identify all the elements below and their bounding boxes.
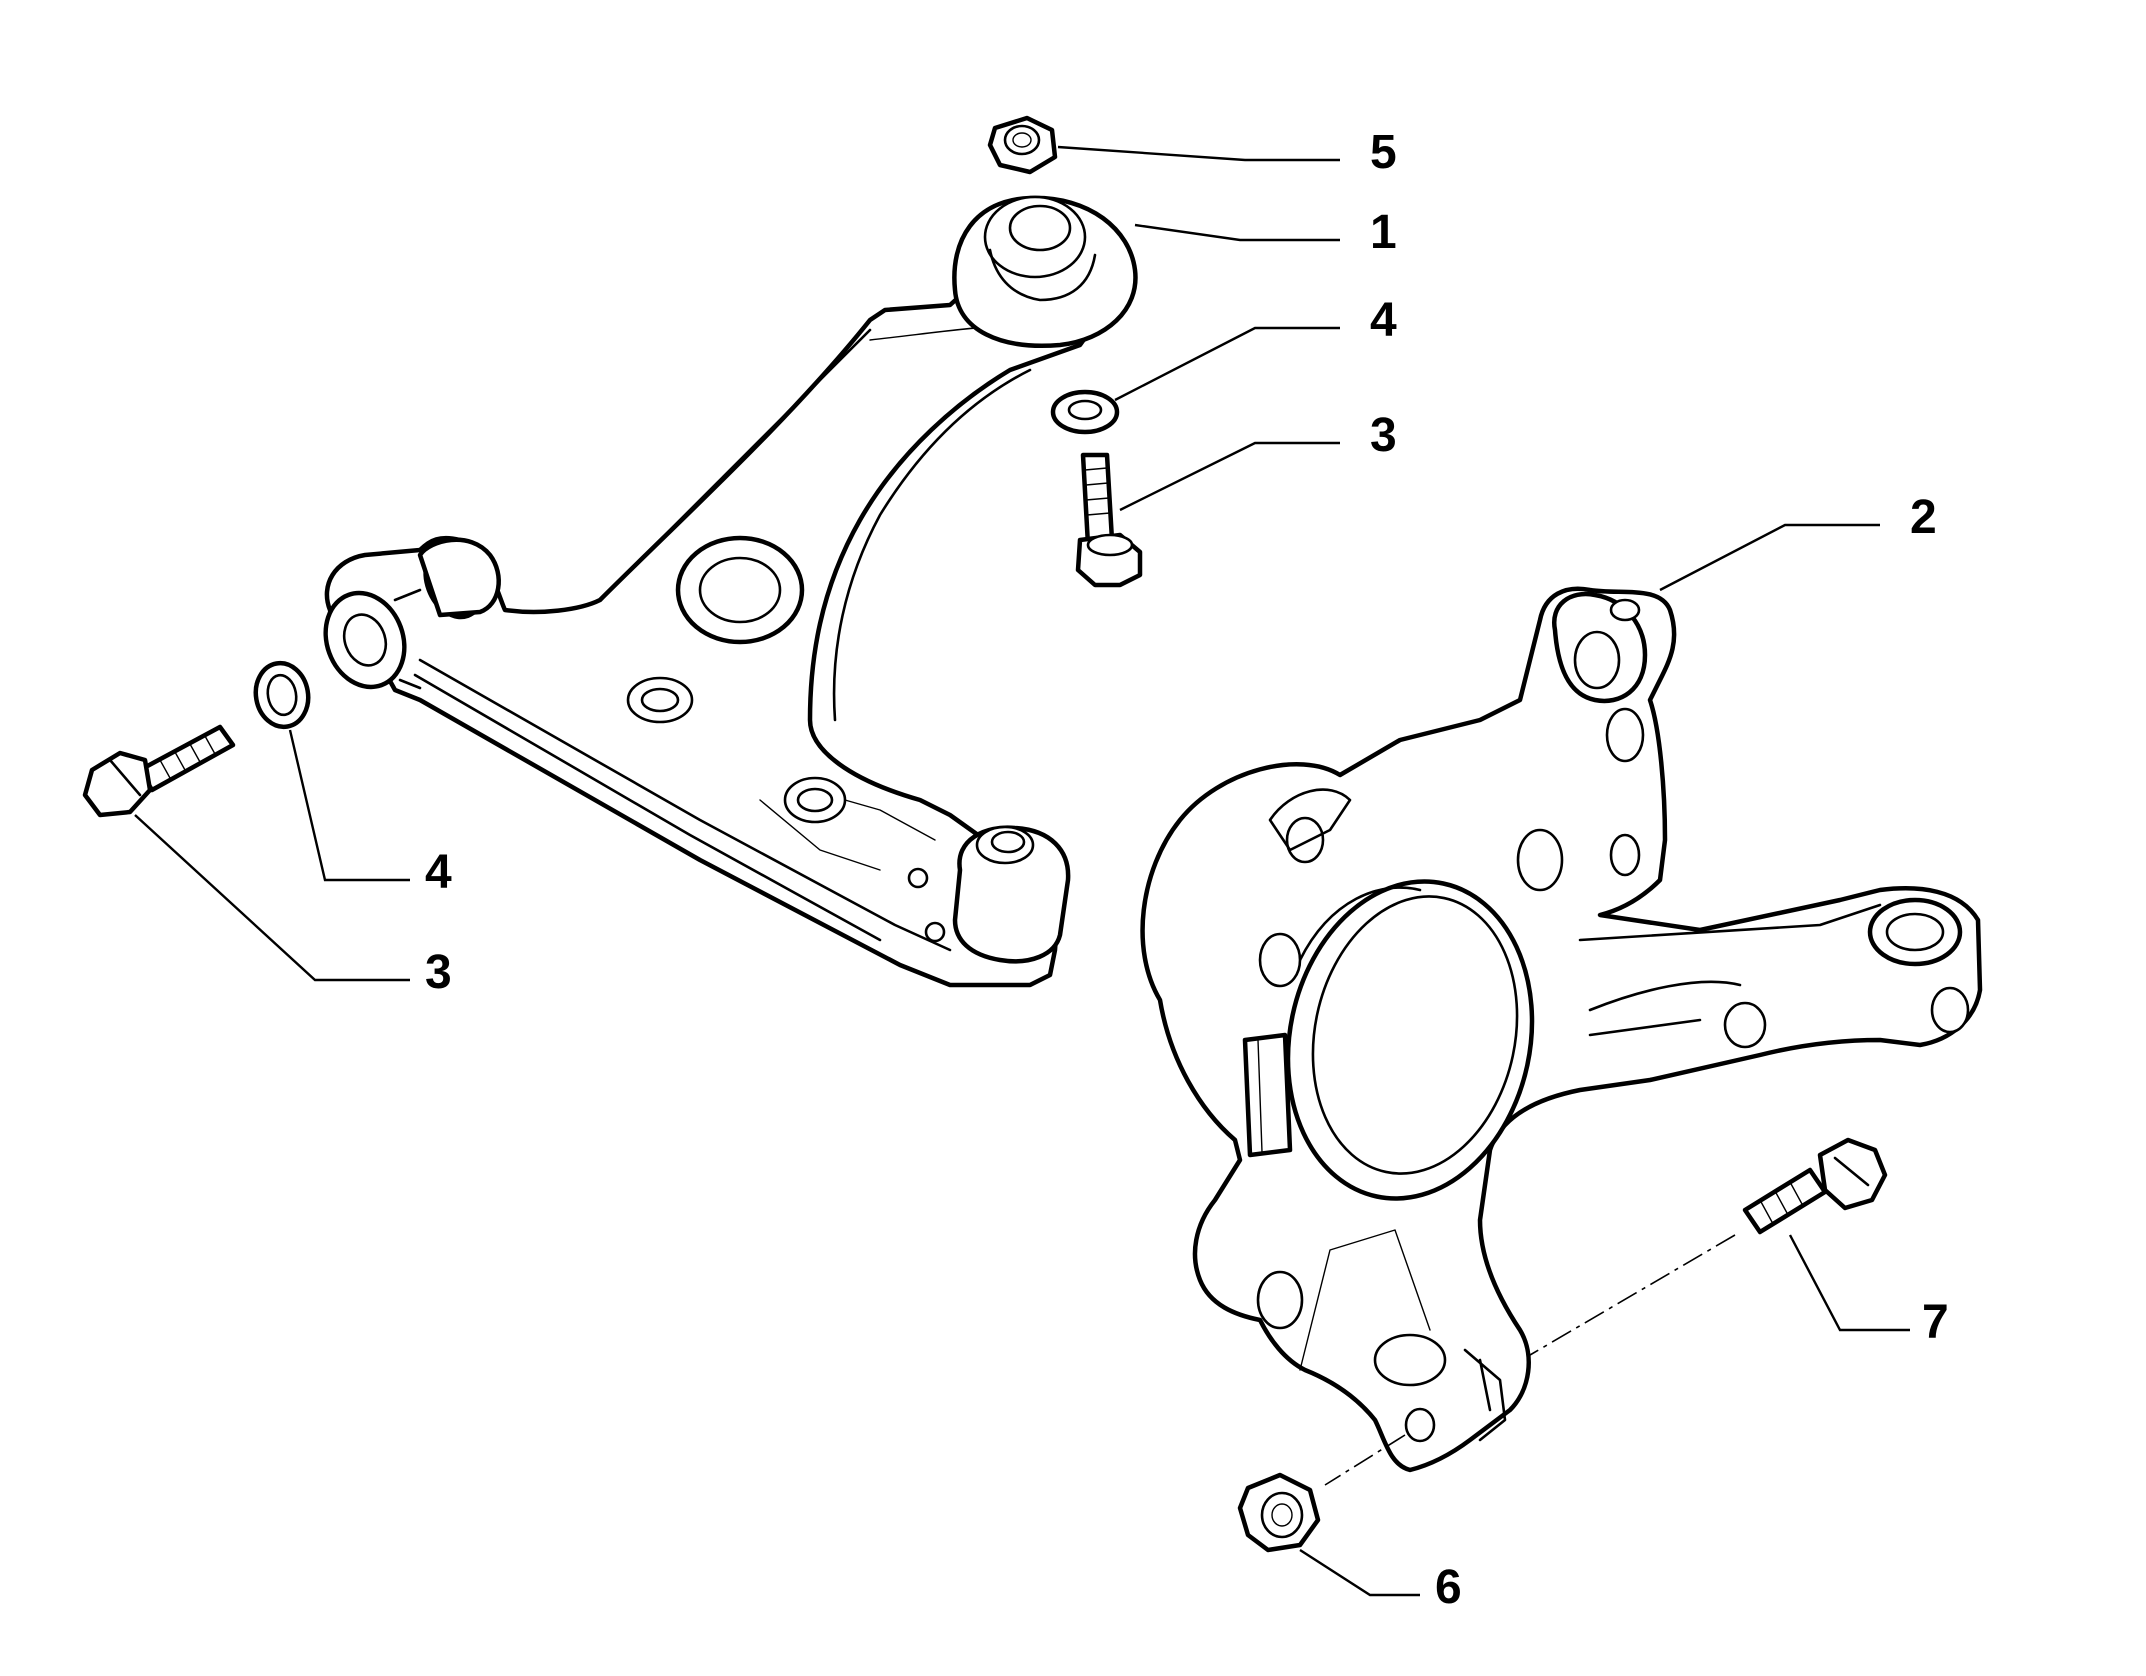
washer-front — [1050, 389, 1120, 435]
leader-6 — [1299, 1548, 1420, 1597]
callout-4-front: 4 — [1370, 294, 1397, 347]
callout-1: 1 — [1370, 206, 1397, 259]
leader-4-rear — [288, 729, 410, 882]
callout-3-rear: 3 — [425, 946, 452, 999]
washer-rear — [253, 660, 311, 730]
nut-ball-joint — [987, 115, 1058, 175]
callout-2: 2 — [1910, 491, 1937, 544]
leader-3-rear — [134, 814, 410, 982]
leader-2 — [1659, 523, 1880, 592]
bolt-rear — [82, 724, 236, 818]
callout-6: 6 — [1435, 1561, 1462, 1614]
leader-3-front — [1119, 441, 1340, 512]
leader-4-front — [1114, 326, 1340, 402]
axis-line-nut-6 — [1324, 1434, 1406, 1486]
axis-line-bolt-7 — [1529, 1234, 1736, 1356]
leader-5 — [1057, 145, 1340, 162]
control-arm — [323, 195, 1138, 988]
bolt-knuckle — [1742, 1137, 1888, 1235]
callout-5: 5 — [1370, 126, 1397, 179]
leader-1 — [1134, 223, 1340, 242]
callout-7: 7 — [1922, 1296, 1949, 1349]
bolt-front — [1075, 452, 1143, 588]
callout-4-rear: 4 — [425, 846, 452, 899]
callout-3-front: 3 — [1370, 409, 1397, 462]
steering-knuckle — [1140, 586, 1983, 1473]
leader-7 — [1788, 1234, 1910, 1332]
nut-knuckle — [1237, 1472, 1321, 1553]
